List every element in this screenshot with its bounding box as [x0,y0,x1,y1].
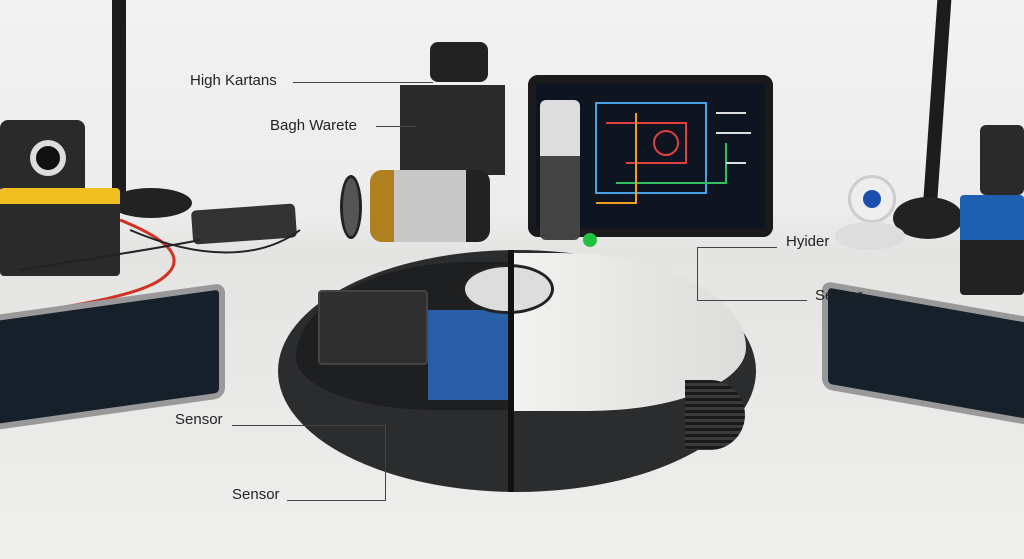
motor-bracket [400,85,505,175]
leader-line-hyider [697,247,777,248]
yellow-box [0,188,120,276]
right-camera [848,175,896,223]
leader-line-sensor-left-upper [232,425,385,426]
motor-top-cap [430,42,488,82]
pcb-board [428,310,508,400]
right-top-camera [980,125,1024,195]
label-sensor-right: Sensor [815,287,863,304]
right-camera-base [835,222,905,250]
leader-line-sensor-vertical [385,425,386,500]
right-stand-pole [922,0,952,210]
label-sensor-left-upper: Sensor [175,411,223,428]
motor-cylinder [370,170,490,242]
label-sensor-left-lower: Sensor [232,486,280,503]
camera-device [0,120,85,195]
leader-line-sensor-right-v [697,247,698,301]
leader-line-sensor-left-lower [287,500,386,501]
label-hyider: Hyider [786,233,830,250]
label-high-kartans: High Kartans [190,72,277,89]
battery-pack [318,290,428,365]
label-bagh-warete: Bagh Warete [270,117,357,134]
motor-gear [340,175,362,239]
robot-bumper-divider [508,250,514,492]
green-led [583,233,597,247]
circuit-diagram [595,102,751,204]
right-device [960,195,1024,295]
leader-line-high-kartans [293,82,433,83]
brush-arm [540,100,580,240]
left-stand-base [110,188,192,218]
leader-line-bagh-warete [376,126,416,127]
right-stand-base [893,197,963,239]
left-stand-pole [112,0,126,200]
leader-line-sensor-right-h [697,300,807,301]
front-vent [685,380,745,450]
